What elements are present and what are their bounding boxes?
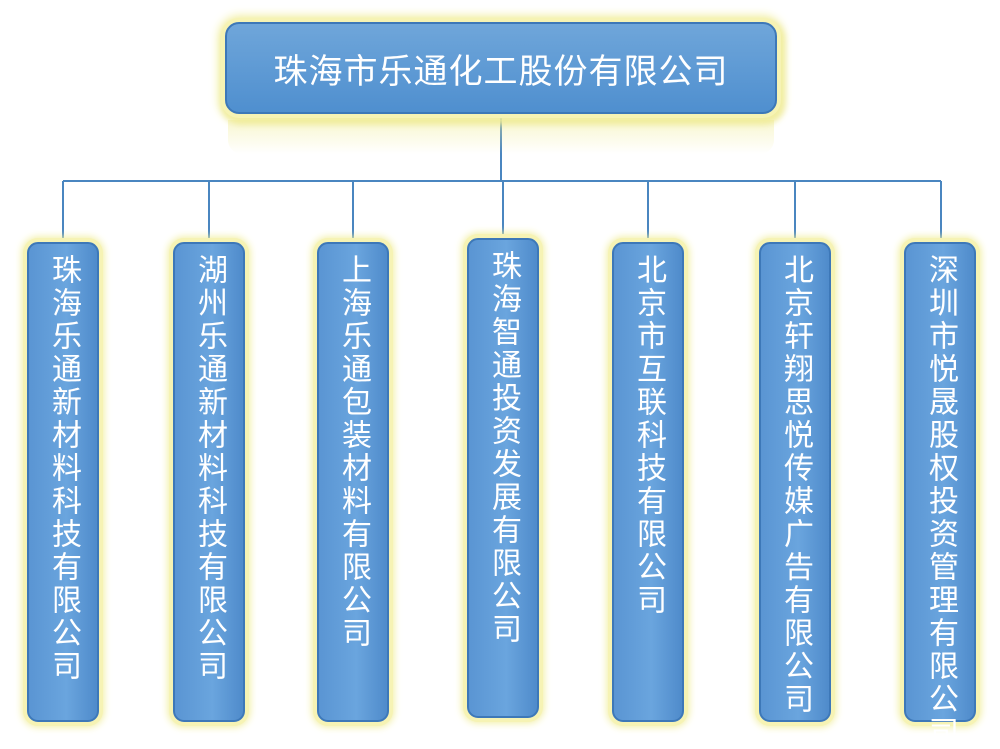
subsidiary-box-zhuhai-zhitong-investment: 珠海智通投资发展有限公司 [467,238,539,718]
subsidiary-box-beijing-hulian-technology: 北京市互联科技有限公司 [612,242,684,722]
subsidiary-box-shanghai-letong-packaging: 上海乐通包装材料有限公司 [317,242,389,722]
root-company-label: 珠海市乐通化工股份有限公司 [273,51,729,92]
subsidiary-label: 上海乐通包装材料有限公司 [336,254,371,650]
subsidiary-box-shenzhen-yuesheng-equity: 深圳市悦晟股权投资管理有限公司 [904,242,976,749]
subsidiary-box-zhuhai-letong-new-materials: 珠海乐通新材料科技有限公司 [27,242,99,722]
subsidiary-label: 湖州乐通新材料科技有限公司 [192,254,227,683]
subsidiary-box-beijing-xuanxiang-media: 北京轩翔思悦传媒广告有限公司 [759,242,831,722]
subsidiary-label: 深圳市悦晟股权投资管理有限公司 [923,254,958,749]
subsidiary-box-huzhou-letong-new-materials: 湖州乐通新材料科技有限公司 [173,242,245,722]
subsidiary-label: 珠海乐通新材料科技有限公司 [46,254,81,683]
subsidiary-label: 北京轩翔思悦传媒广告有限公司 [778,254,813,716]
subsidiary-label: 珠海智通投资发展有限公司 [486,250,521,646]
root-box-reflection [228,120,774,154]
subsidiary-label: 北京市互联科技有限公司 [631,254,666,617]
root-company-box: 珠海市乐通化工股份有限公司 [225,22,777,114]
